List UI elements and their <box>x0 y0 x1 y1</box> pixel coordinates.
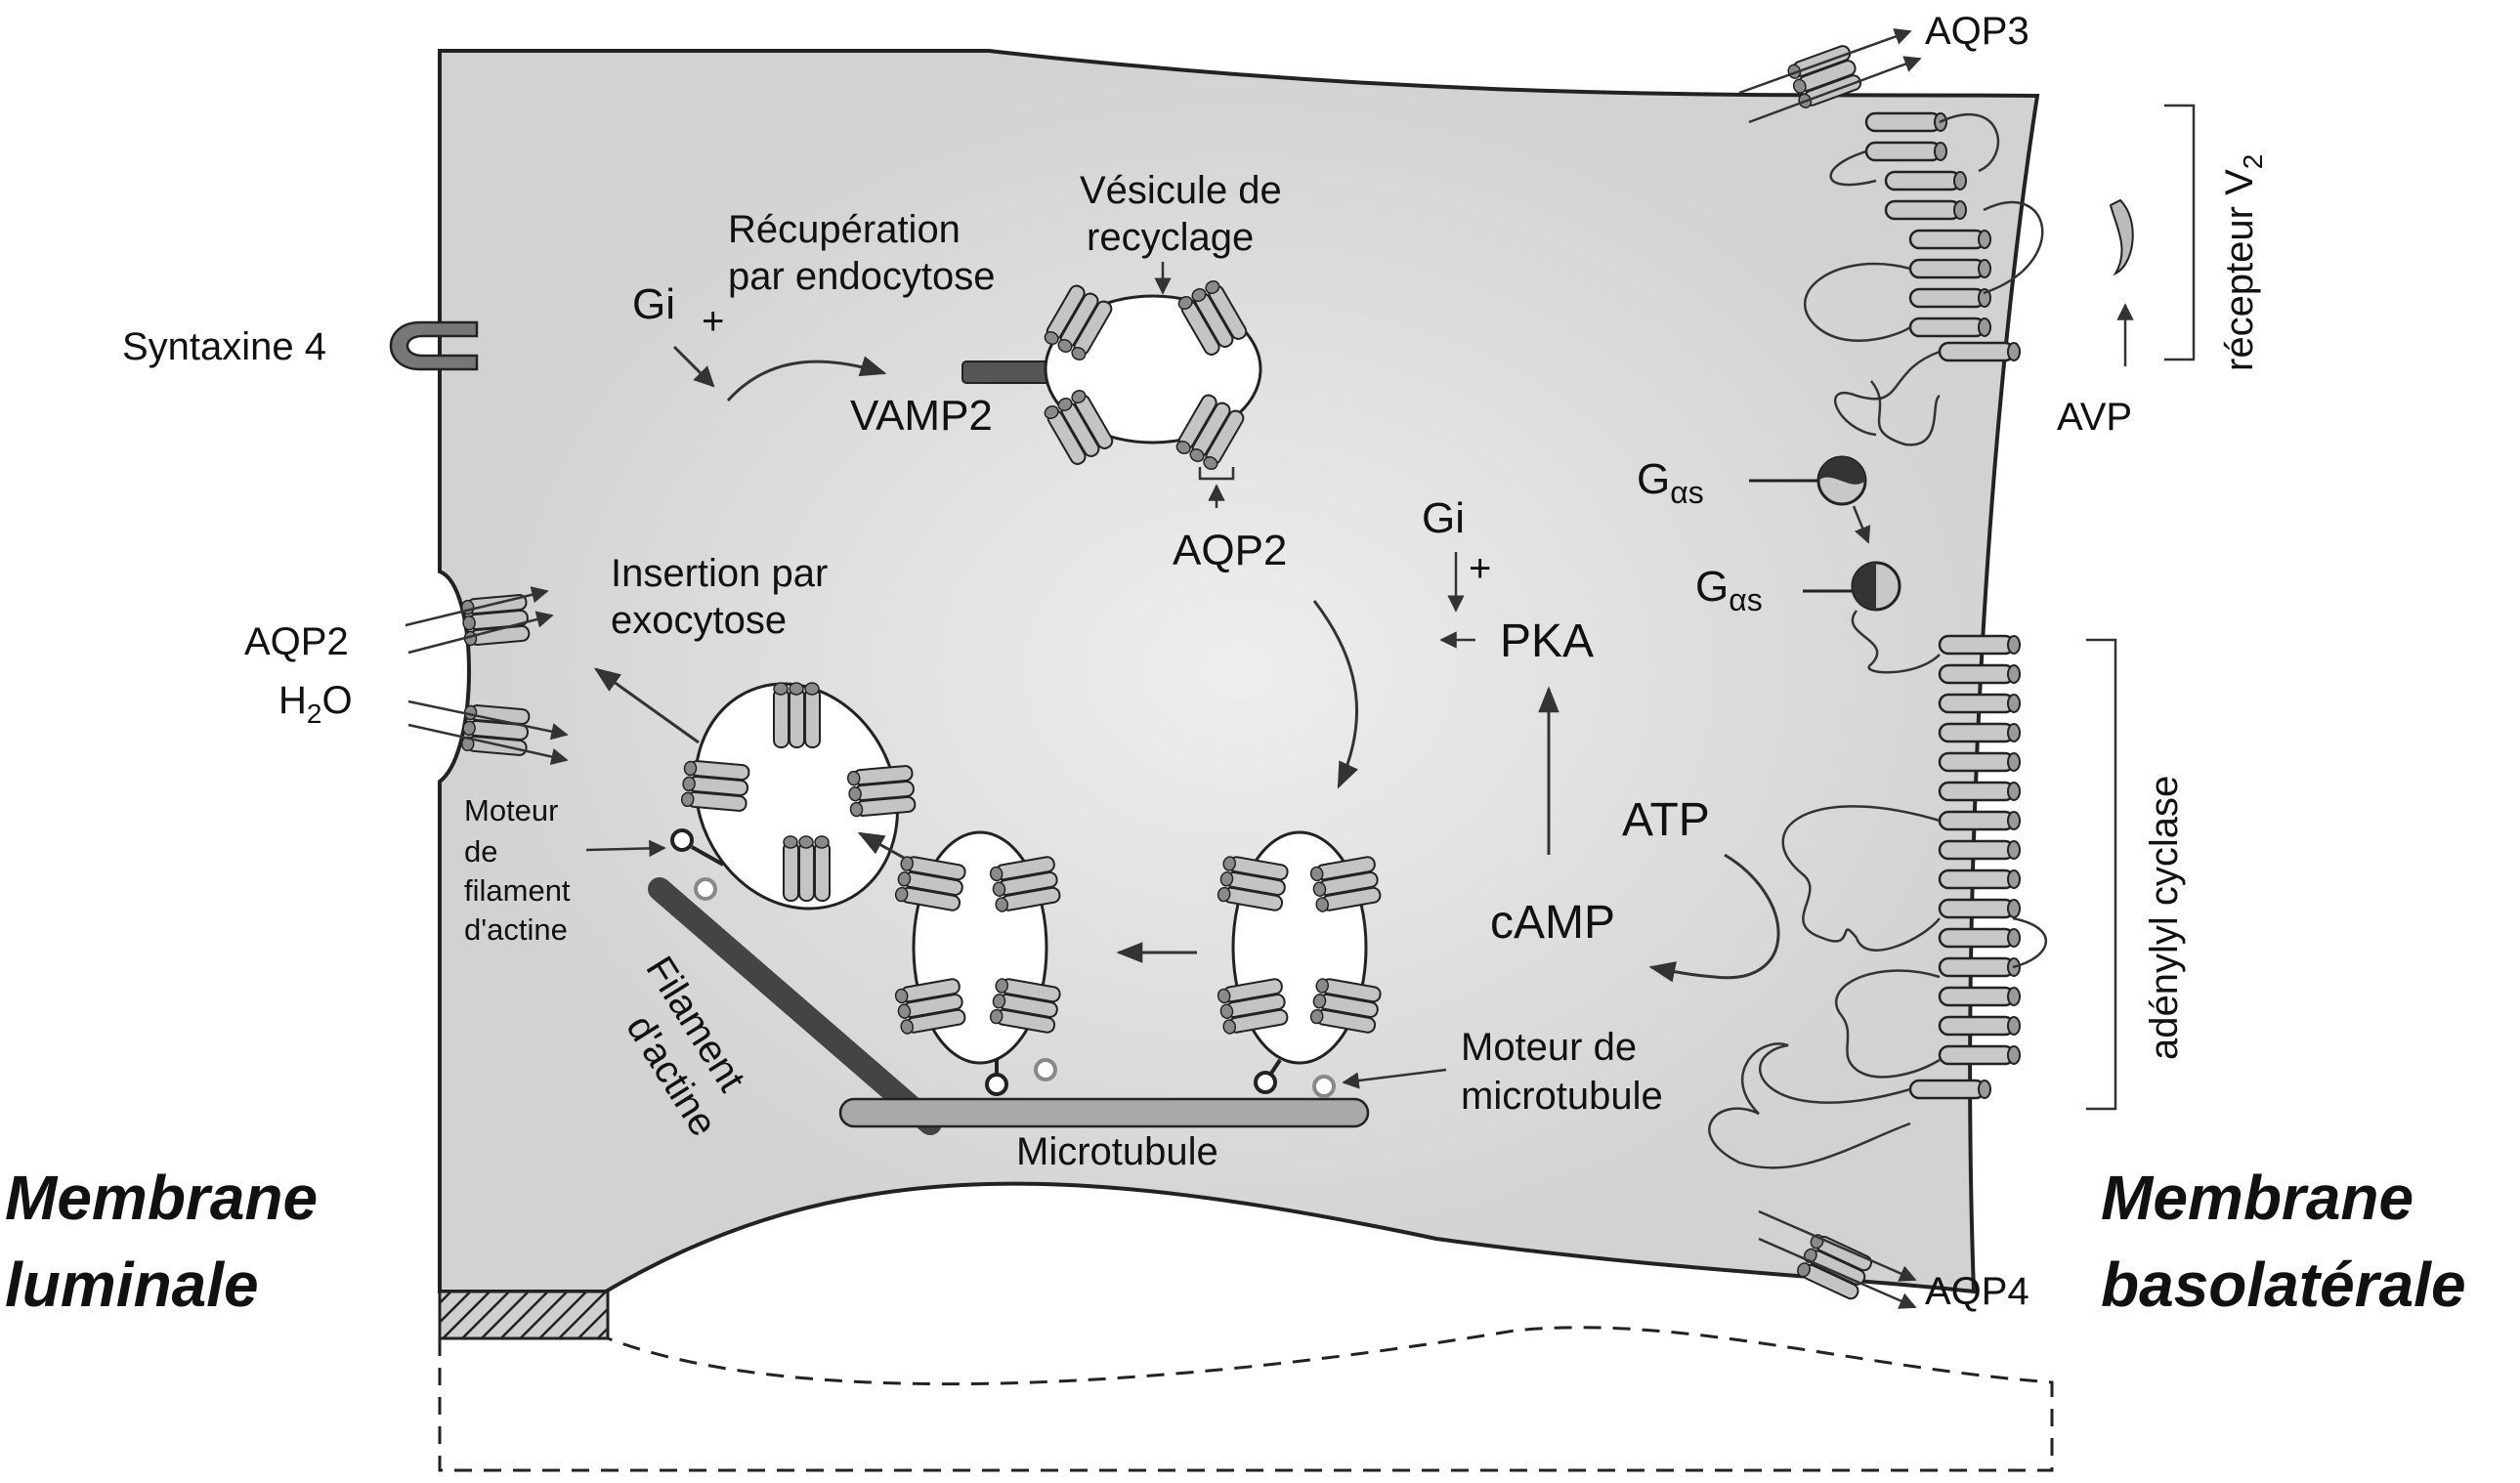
insertion-line1: Insertion par <box>611 552 828 595</box>
pka-label: PKA <box>1500 615 1594 667</box>
tight-junction <box>438 1290 610 1340</box>
actin-filament <box>648 877 942 1135</box>
aqp3-label: AQP3 <box>1925 10 2029 53</box>
membrane-baso-2: basolatérale <box>2101 1250 2466 1320</box>
adenylyl-cyclase <box>1708 634 2047 1169</box>
gi-top-plus: + <box>702 300 724 343</box>
g-alpha-s-1 <box>1816 455 1867 506</box>
moteur-actin-4: d'actine <box>464 912 568 947</box>
microtubule-label: Microtubule <box>1016 1130 1218 1173</box>
aqp2-membrane-channel-2 <box>460 702 531 757</box>
avp-molecule <box>2109 198 2134 276</box>
gi-mid-label: Gi <box>1422 494 1465 542</box>
recup-line1: Récupération <box>728 208 961 251</box>
recepteur-label: récepteur V2 <box>2218 154 2268 371</box>
recycling-vesicle <box>1041 276 1262 473</box>
atp-label: ATP <box>1622 794 1710 846</box>
adenylyl-label: adénylyl cyclase <box>2143 776 2186 1060</box>
mt-vesicle-left <box>893 830 1062 1096</box>
membrane-luminale-2: luminale <box>5 1250 259 1320</box>
g-alpha-s-2 <box>1851 561 1941 674</box>
aqp2-left-label: AQP2 <box>244 620 349 663</box>
aqp2-membrane-channel-1 <box>460 593 531 648</box>
gi-top-label: Gi <box>632 280 675 328</box>
gi-top-arrow <box>672 345 715 388</box>
endocytosis-arrow <box>726 356 887 403</box>
membrane-baso-1: Membrane <box>2101 1163 2413 1233</box>
mt-vesicle-right <box>1216 830 1383 1098</box>
neighbor-cell-outline <box>438 1326 2054 1472</box>
transport-arrow <box>1312 600 1359 789</box>
h2o-label: H2O <box>278 679 353 729</box>
syntaxin-icon <box>389 320 479 371</box>
recup-line2: par endocytose <box>728 255 996 298</box>
gas1-label: Gαs <box>1637 455 1704 510</box>
camp-label: cAMP <box>1490 897 1615 949</box>
aqp4-label: AQP4 <box>1925 1270 2029 1313</box>
vamp2-label: VAMP2 <box>850 392 993 440</box>
moteur-micro-1: Moteur de <box>1461 1026 1637 1069</box>
aqp2-center-label: AQP2 <box>1173 527 1287 574</box>
gi-mid-plus: + <box>1469 547 1491 590</box>
atp-camp-arrow <box>1648 853 1780 983</box>
exocytosis-vesicle <box>670 682 917 911</box>
gas2-label: Gαs <box>1695 563 1763 617</box>
vesicule-line1: Vésicule de <box>1080 169 1282 212</box>
insertion-line2: exocytose <box>611 599 787 642</box>
moteur-actin-2: de <box>464 834 497 869</box>
moteur-actin-3: filament <box>464 873 571 908</box>
avp-label: AVP <box>2057 396 2132 439</box>
v2-receptor <box>1804 111 2044 437</box>
membrane-luminale-1: Membrane <box>5 1163 318 1233</box>
moteur-micro-2: microtubule <box>1461 1075 1663 1118</box>
moteur-actin-1: Moteur <box>464 793 558 827</box>
syntaxin-label: Syntaxine 4 <box>122 325 326 368</box>
microtubule <box>838 1097 1370 1128</box>
vesicule-line2: recyclage <box>1087 216 1254 259</box>
